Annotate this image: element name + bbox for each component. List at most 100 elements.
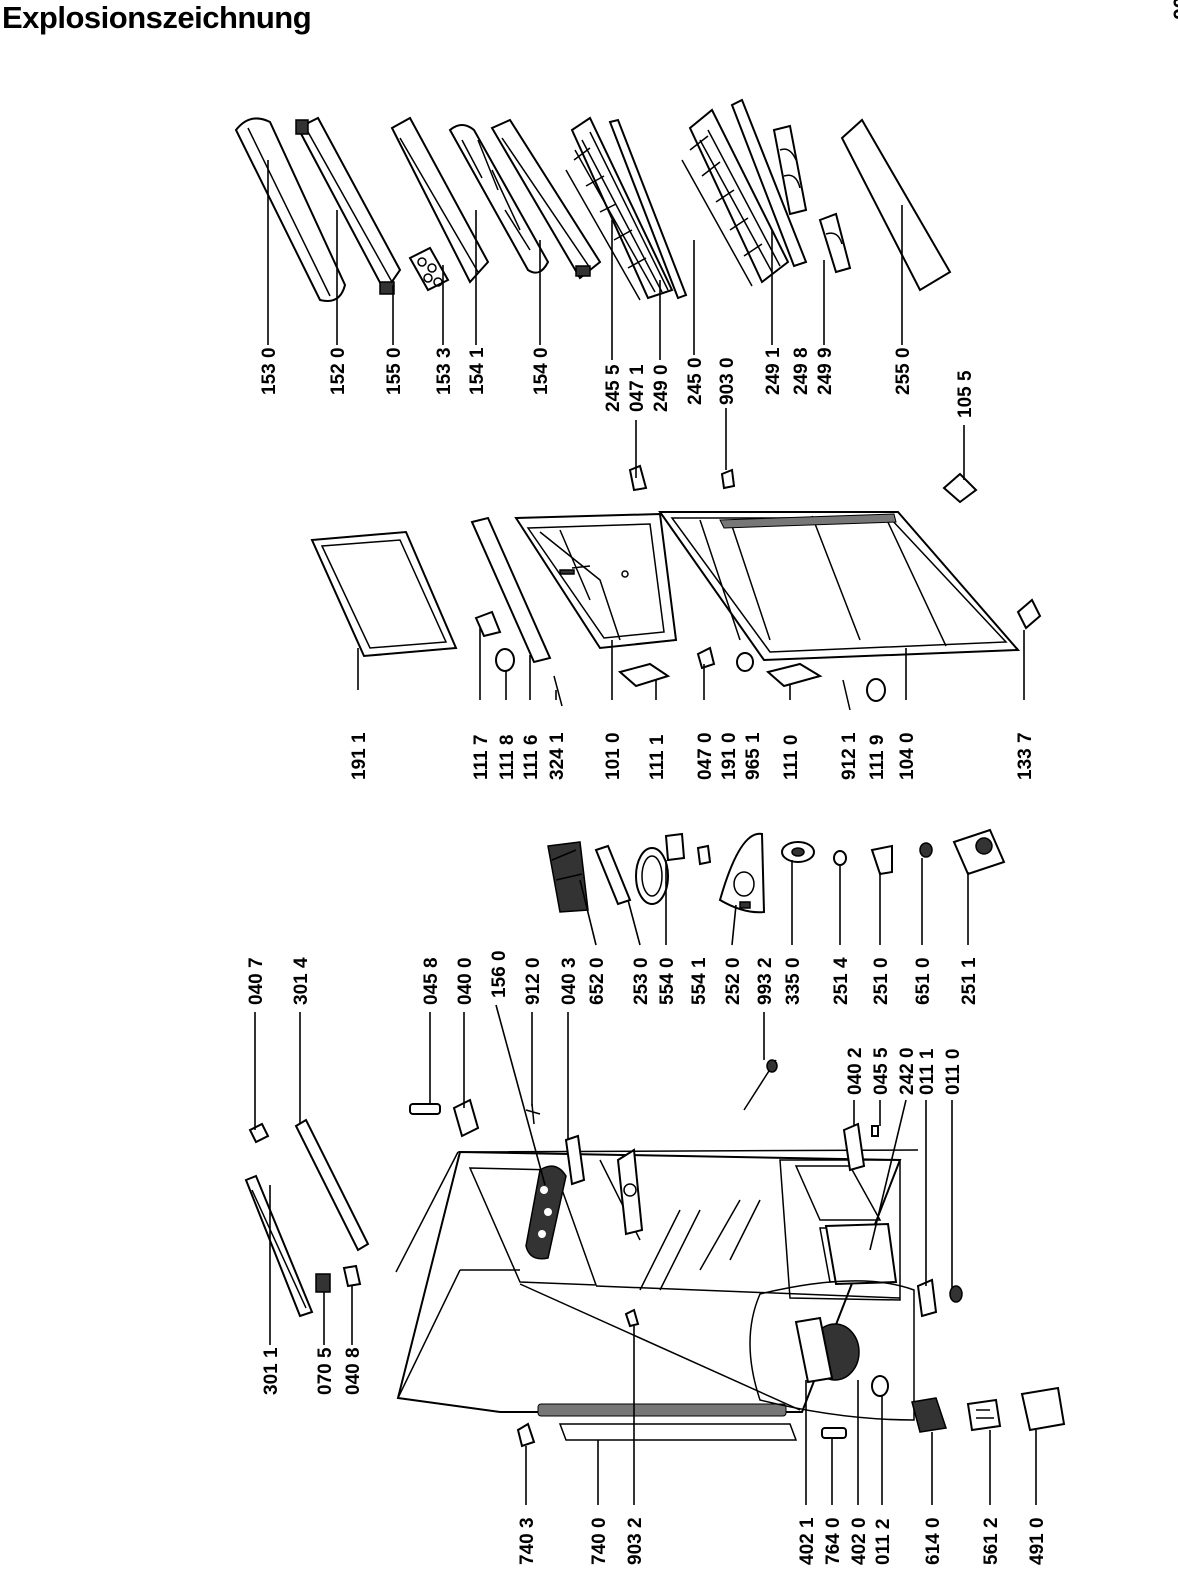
top-rail: [294, 1118, 370, 1252]
part-label-111-0: 111 0: [781, 735, 802, 780]
part-label-764-0: 764 0: [823, 1517, 844, 1565]
relay-screw: [919, 842, 933, 858]
lower-door-frame: [658, 511, 1021, 662]
part-label-242-0: 242 0: [897, 1047, 918, 1095]
part-label-101-0: 101 0: [603, 732, 624, 780]
lamp-cover: [409, 1103, 441, 1115]
part-label-111-7: 111 7: [471, 735, 492, 780]
part-label-251-1: 251 1: [959, 957, 980, 1005]
shelf-screw: [525, 1103, 541, 1125]
door-rack-small: [490, 118, 602, 280]
part-label-011-2: 011 2: [873, 1519, 894, 1566]
washer: [833, 850, 847, 866]
cabinet-body: [395, 1149, 919, 1413]
door-stopper-upper: [628, 464, 648, 492]
part-label-249-8: 249 8: [791, 347, 812, 395]
part-label-651-0: 651 0: [913, 957, 934, 1005]
part-label-191-1: 191 1: [349, 732, 370, 780]
door-screw: [553, 675, 563, 707]
hinge-pin: [736, 652, 754, 672]
door-rack-cover: [234, 117, 347, 302]
part-label-253-0: 253 0: [631, 957, 652, 1005]
part-label-011-1: 011 1: [917, 1048, 938, 1095]
part-label-912-1: 912 1: [839, 732, 860, 780]
relay-box: [952, 828, 1006, 876]
thermostat: [547, 841, 589, 913]
leveling-foot-cap: [1016, 598, 1042, 630]
glass-shelf: [840, 118, 952, 292]
egg-tray: [408, 246, 450, 292]
condenser: [537, 1403, 798, 1441]
compressor-area: [749, 1280, 915, 1421]
part-label-912-0: 912 0: [523, 957, 544, 1005]
control-panel: [718, 832, 766, 914]
part-label-040-7: 040 7: [246, 957, 267, 1005]
part-label-554-0: 554 0: [657, 957, 678, 1005]
knob: [781, 841, 815, 863]
part-label-045-8: 045 8: [421, 957, 442, 1005]
part-label-040-3: 040 3: [559, 957, 580, 1005]
control-knob-bar: [594, 844, 632, 906]
lamp-clip: [696, 844, 712, 866]
wire-shelf-upper: [565, 116, 674, 301]
top-cover-strip: [244, 1174, 314, 1318]
shelf-support-clip-upper: [772, 124, 808, 216]
part-label-154-0: 154 0: [531, 347, 552, 395]
part-label-153-3: 153 3: [434, 347, 455, 395]
part-label-993-2: 993 2: [755, 957, 776, 1005]
leader-lines: [254, 160, 1037, 1505]
door-rack-medium: [390, 116, 490, 284]
part-label-652-0: 652 0: [587, 957, 608, 1005]
hinge-bracket-side: [564, 1134, 586, 1186]
shelf-trim-upper: [608, 118, 688, 300]
part-label-251-0: 251 0: [871, 957, 892, 1005]
cover-clip: [342, 1264, 362, 1288]
part-label-105-5: 105 5: [955, 370, 976, 418]
part-label-491-0: 491 0: [1027, 1517, 1048, 1565]
handle-cover-strip: [470, 516, 552, 664]
part-label-301-4: 301 4: [291, 957, 312, 1005]
part-label-111-1: 111 1: [647, 734, 668, 780]
part-label-191-0: 191 0: [719, 732, 740, 780]
part-label-047-0: 047 0: [695, 732, 716, 780]
part-label-111-9: 111 9: [867, 735, 888, 780]
cabinet-screw-mid: [624, 1308, 640, 1328]
part-label-251-4: 251 4: [831, 957, 852, 1005]
part-label-554-1: 554 1: [689, 957, 710, 1005]
part-label-154-1: 154 1: [467, 347, 488, 395]
part-label-301-1: 301 1: [261, 1347, 282, 1395]
foot-bracket: [916, 1278, 938, 1318]
part-label-614-0: 614 0: [923, 1517, 944, 1565]
upper-hinge: [617, 662, 671, 688]
adjustable-foot: [949, 1285, 963, 1303]
relay-cover: [1020, 1386, 1066, 1432]
hinge-cover-lower: [866, 678, 886, 702]
air-vent-grille: [525, 1165, 567, 1260]
bottle-holder: [448, 124, 550, 274]
part-label-402-1: 402 1: [797, 1517, 818, 1565]
shelf-support-clip-lower: [818, 212, 852, 274]
wire-shelf-lower: [681, 108, 790, 287]
hinge-pin-bottom: [871, 1125, 879, 1137]
part-label-153-0: 153 0: [259, 347, 280, 395]
part-label-133-7: 133 7: [1015, 732, 1036, 780]
hinge-bracket-top: [452, 1098, 480, 1138]
part-label-324-1: 324 1: [547, 732, 568, 780]
crisper-drawer: [824, 1222, 898, 1286]
part-label-903-2: 903 2: [625, 1517, 646, 1565]
door-gasket: [310, 530, 458, 658]
part-label-156-0: 156 0: [489, 950, 510, 998]
hinge-cover-small: [495, 648, 515, 672]
shelf-trim-lower: [730, 98, 808, 268]
foot-cover: [942, 472, 978, 504]
part-label-740-0: 740 0: [589, 1517, 610, 1565]
part-label-903-0: 903 0: [717, 357, 738, 405]
page-title: Explosionszeichnung: [2, 0, 312, 35]
foot-left: [516, 1422, 536, 1448]
switch: [315, 1273, 331, 1293]
part-label-045-5: 045 5: [871, 1047, 892, 1095]
lower-screw: [842, 679, 851, 711]
part-label-040-2: 040 2: [845, 1047, 866, 1095]
part-label-965-1: 965 1: [743, 732, 764, 780]
